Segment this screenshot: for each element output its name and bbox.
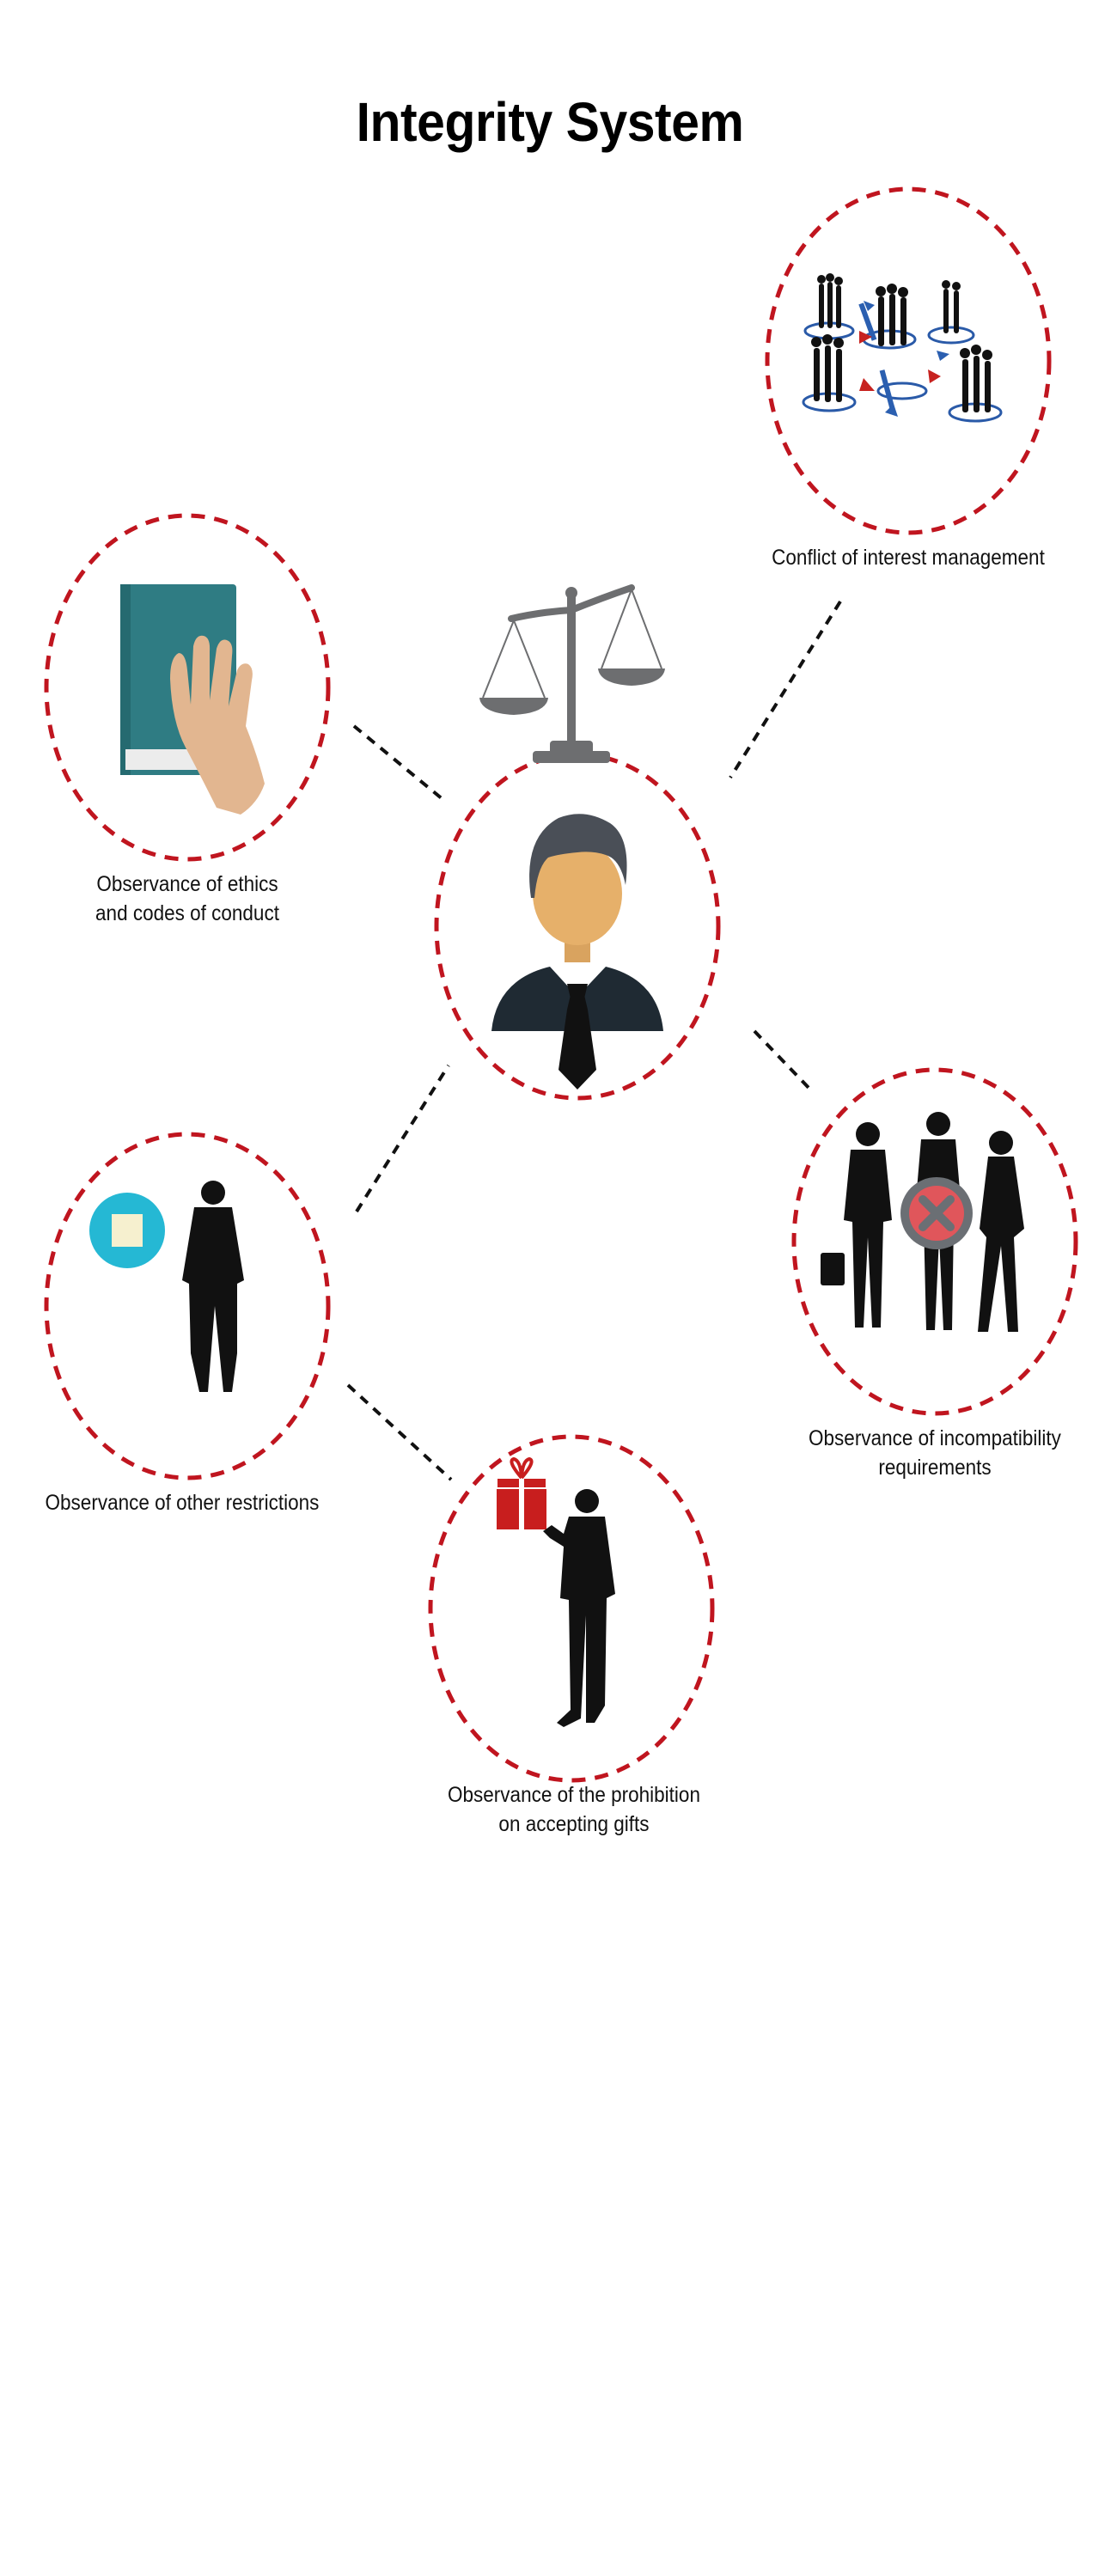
hand-on-book-icon xyxy=(120,584,265,815)
people-with-x-icon xyxy=(821,1112,1024,1332)
connector-restrictions xyxy=(355,1064,450,1213)
label-incompatibility: Observance of incompatibility requiremen… xyxy=(809,1426,1061,1480)
people-network-icon xyxy=(802,273,1003,423)
page-title: Integrity System xyxy=(356,91,744,153)
node-circle-center xyxy=(434,752,721,1101)
node-circle-conflict xyxy=(765,186,1052,535)
connector-gifts xyxy=(346,1383,453,1481)
connector-conflict xyxy=(729,600,842,779)
connector-incompatibility xyxy=(753,1029,814,1093)
connector-ethics xyxy=(352,724,444,801)
node-circle-gifts xyxy=(428,1434,715,1783)
node-circle-ethics xyxy=(44,513,331,862)
man-holding-gift-icon xyxy=(496,1456,615,1727)
scales-of-justice-icon xyxy=(479,584,665,763)
node-circle-incompatibility xyxy=(791,1067,1078,1416)
label-gifts: Observance of the prohibition on accepti… xyxy=(448,1783,700,1836)
label-restrictions: Observance of other restrictions xyxy=(45,1491,320,1515)
man-with-stop-sign-icon xyxy=(89,1181,244,1392)
businessman-avatar-icon xyxy=(491,814,663,1090)
label-conflict: Conflict of interest management xyxy=(772,546,1045,570)
node-circle-restrictions xyxy=(44,1132,331,1480)
label-ethics: Observance of ethics and codes of conduc… xyxy=(95,872,279,925)
